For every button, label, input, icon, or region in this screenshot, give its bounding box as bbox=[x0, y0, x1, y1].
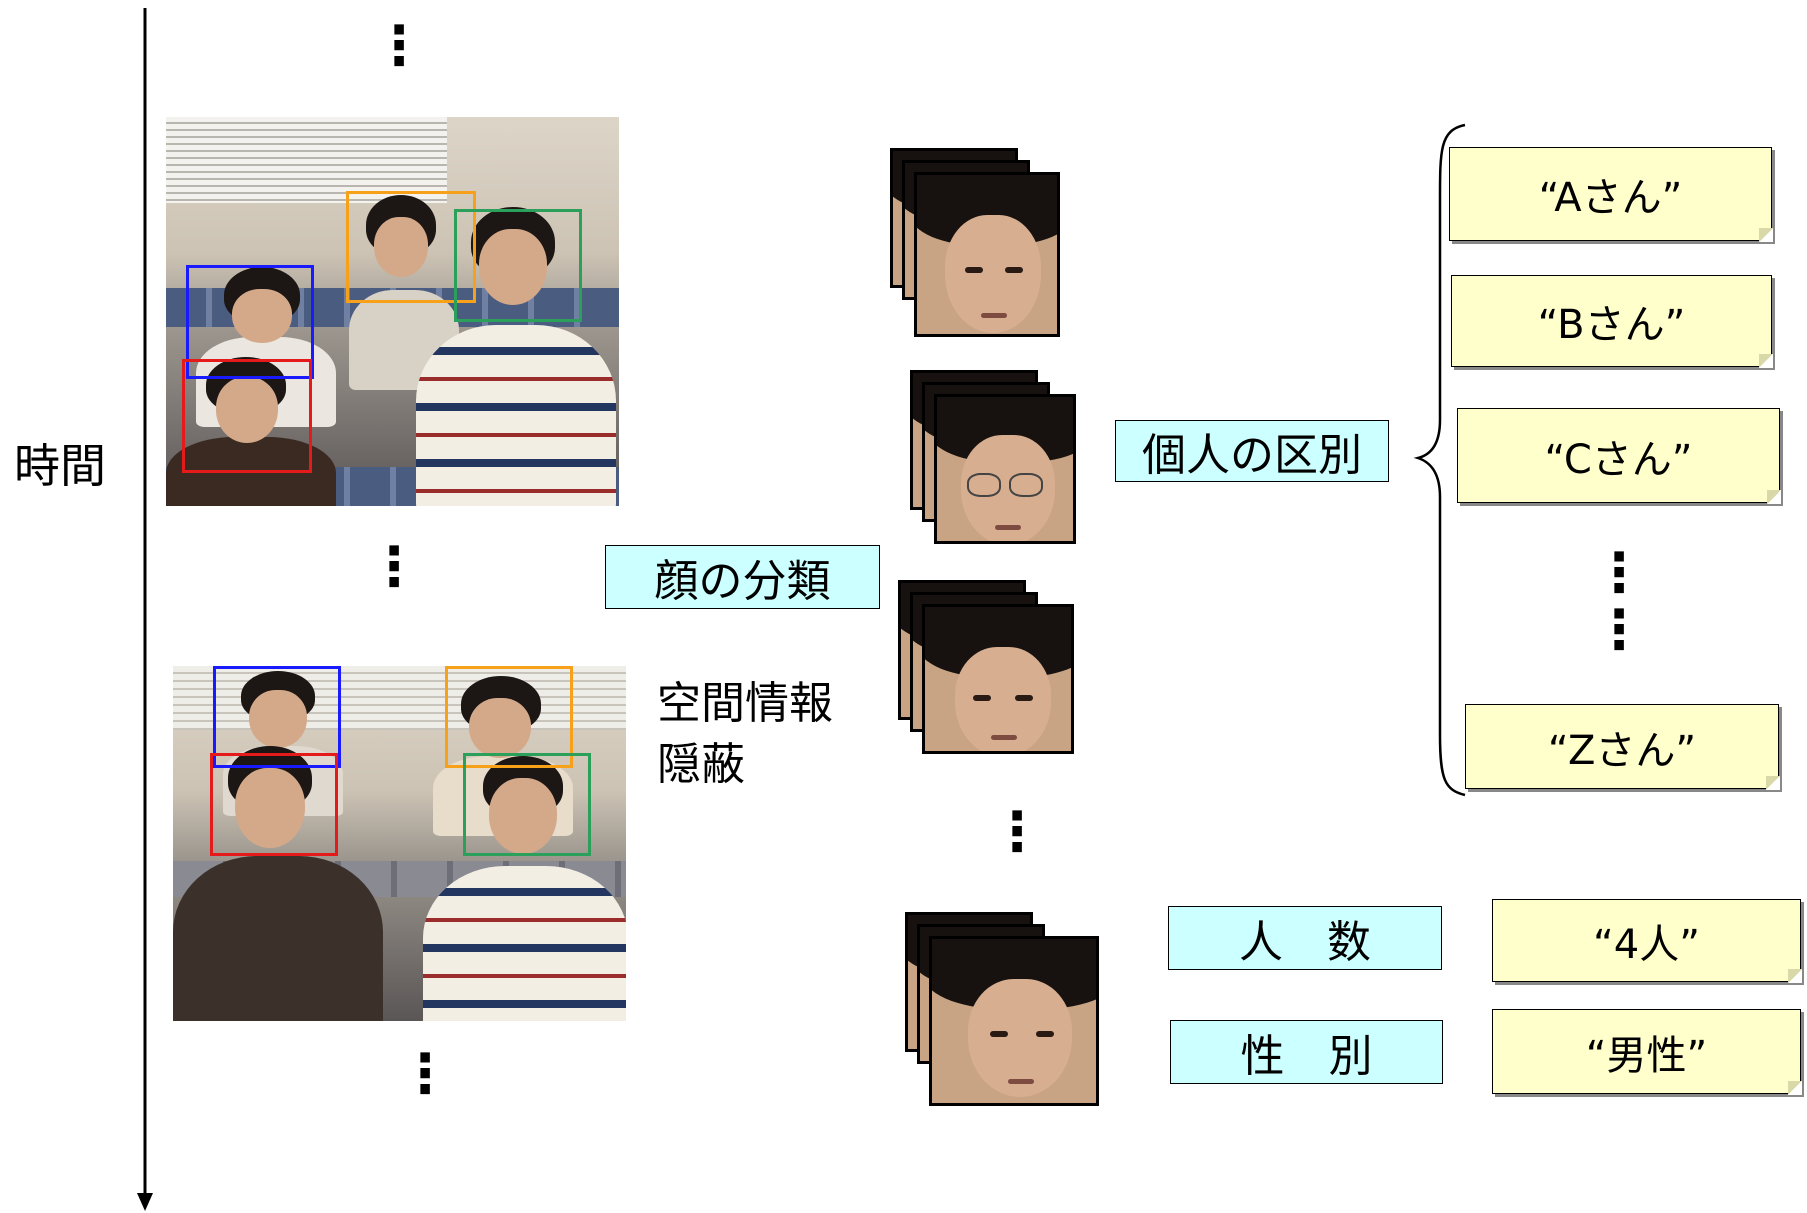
gender-label: 性 別 bbox=[1170, 1020, 1443, 1084]
face-box-green bbox=[463, 753, 591, 856]
face-stack-4 bbox=[905, 912, 1105, 1112]
face-stack-3 bbox=[898, 580, 1083, 760]
people-count-label: 人 数 bbox=[1168, 906, 1442, 970]
continuation-dots-identities-2: ⋮ bbox=[1592, 598, 1646, 661]
person-figure bbox=[173, 746, 393, 1021]
person-figure bbox=[344, 195, 459, 390]
identity-brace bbox=[1413, 123, 1466, 797]
continuation-dots-top: ⋮ bbox=[372, 14, 426, 77]
face-box-orange bbox=[445, 666, 573, 768]
face-thumbnail bbox=[934, 394, 1076, 544]
face-thumbnail bbox=[922, 604, 1074, 754]
face-stack-1 bbox=[890, 148, 1070, 338]
face-thumbnail bbox=[914, 172, 1060, 337]
person-figure bbox=[416, 207, 616, 506]
identity-note-b: “Bさん” bbox=[1451, 275, 1773, 368]
identity-note-a: “Aさん” bbox=[1449, 147, 1773, 242]
face-box-blue bbox=[213, 666, 341, 768]
continuation-dots-identities-1: ⋮ bbox=[1592, 541, 1646, 604]
face-classification-label: 顔の分類 bbox=[605, 545, 880, 609]
continuation-dots-middle: ⋮ bbox=[367, 535, 421, 598]
classroom-photo-2 bbox=[173, 666, 626, 1021]
individual-distinction-label: 個人の区別 bbox=[1115, 420, 1389, 482]
face-box-green bbox=[454, 209, 582, 322]
time-axis-arrowhead bbox=[137, 1193, 153, 1211]
face-box-red bbox=[210, 753, 338, 856]
continuation-dots-faces: ⋮ bbox=[990, 800, 1044, 863]
spatial-hiding-line2: 隠蔽 bbox=[657, 739, 745, 790]
face-stack-2 bbox=[910, 370, 1080, 550]
gender-result-note: “男性” bbox=[1492, 1009, 1802, 1095]
face-box-red bbox=[182, 359, 312, 473]
window-blinds bbox=[166, 117, 447, 203]
face-box-orange bbox=[346, 191, 476, 303]
count-result-note: “4人” bbox=[1492, 899, 1802, 983]
classroom-photo-1 bbox=[166, 117, 619, 506]
face-box-blue bbox=[186, 265, 314, 379]
person-figure bbox=[423, 756, 626, 1021]
identity-note-c: “Cさん” bbox=[1457, 408, 1781, 504]
continuation-dots-bottom: ⋮ bbox=[398, 1042, 452, 1105]
time-axis-label: 時間 bbox=[14, 439, 106, 493]
face-thumbnail bbox=[929, 936, 1099, 1106]
identity-note-z: “Zさん” bbox=[1465, 704, 1780, 790]
spatial-hiding-line1: 空間情報 bbox=[657, 678, 833, 729]
